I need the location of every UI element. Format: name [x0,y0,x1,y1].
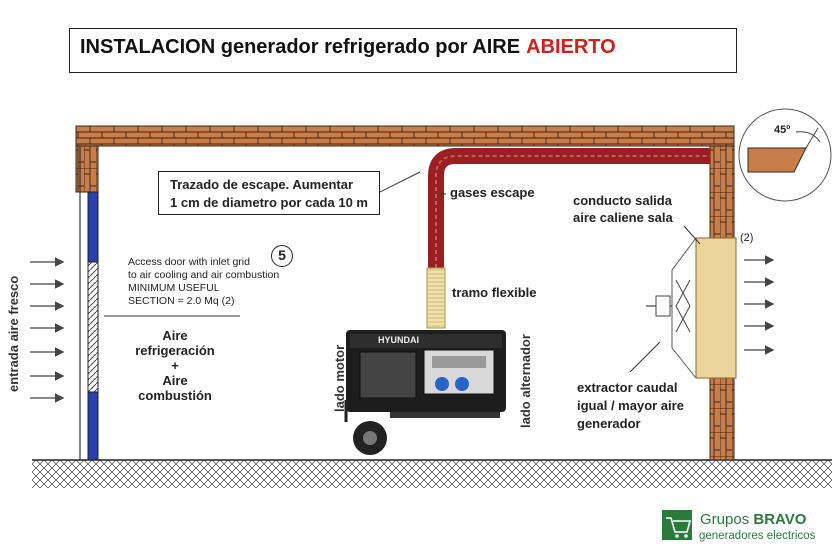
lado-alternador-label: lado alternador [518,334,533,428]
page-title: INSTALACION generador refrigerado por AI… [80,36,616,59]
title-box [69,28,737,73]
left-wall-brick [75,145,99,193]
logo-grupos: Grupos [700,511,754,528]
roof-brick [75,125,735,147]
ground-hatch [32,460,832,488]
shopping-cart-icon [662,510,692,540]
extractor-leader [629,341,661,373]
extractor-motor [655,295,671,317]
aire-line-2: refrigeración [135,343,215,358]
extractor-line-1: extractor caudal [577,380,678,395]
logo-line-1: Grupos BRAVO [700,511,806,528]
inlet-arrows [30,257,65,403]
conducto-leader [683,225,701,245]
callout-leader [379,171,421,193]
entrada-aire-label: entrada aire fresco [6,275,21,392]
callout-line-2: 1 cm de diametro por cada 10 m [170,195,368,210]
gases-escape-label: gases escape [450,185,535,200]
right-wall-bottom-brick [709,377,735,461]
access-door-line-3: MINIMUM USEFUL [128,282,220,294]
flexible-section [426,267,446,329]
access-door-line-1: Access door with inlet grid [128,256,250,268]
callout-line-1: Trazado de escape. Aumentar [170,177,354,192]
generator [344,330,506,455]
extractor-fan [675,279,691,333]
mark-2-label: (2) [740,232,754,244]
extractor-line-3: generador [577,416,641,431]
logo-line-2: generadores electricos [699,530,816,542]
aire-line-5: combustión [138,388,212,403]
access-door-line-2: to air cooling and air combustion [128,269,280,281]
title-highlight: ABIERTO [526,36,616,58]
access-door-line-4: SECTION = 2.0 Mq (2) [128,295,235,307]
title-main: INSTALACION generador refrigerado por AI… [80,36,521,58]
extractor-line-2: igual / mayor aire [577,398,684,413]
logo-bravo: BRAVO [753,511,807,528]
outlet-arrows [744,255,775,355]
right-wall-top-brick [709,145,735,239]
exhaust-callout-box [158,171,380,215]
lado-motor-label: lado motor [332,344,347,412]
exhaust-pipe-highlight [435,155,710,268]
angle-label: 45º [774,124,791,136]
angle-detail [738,108,832,202]
extractor-housing [695,237,737,379]
aire-line-3: + [171,358,179,373]
aire-line-4: Aire [162,373,188,388]
conducto-label-line-2: aire caliene sala [573,210,673,225]
badge-5: 5 [271,245,293,267]
extractor-hood [671,237,697,379]
tramo-flexible-label: tramo flexible [452,285,537,300]
aire-line-1: Aire [162,328,188,343]
left-wall-hatch [87,261,99,393]
conducto-label-line-1: conducto salida [573,193,672,208]
generator-brand: HYUNDAI [378,335,420,345]
